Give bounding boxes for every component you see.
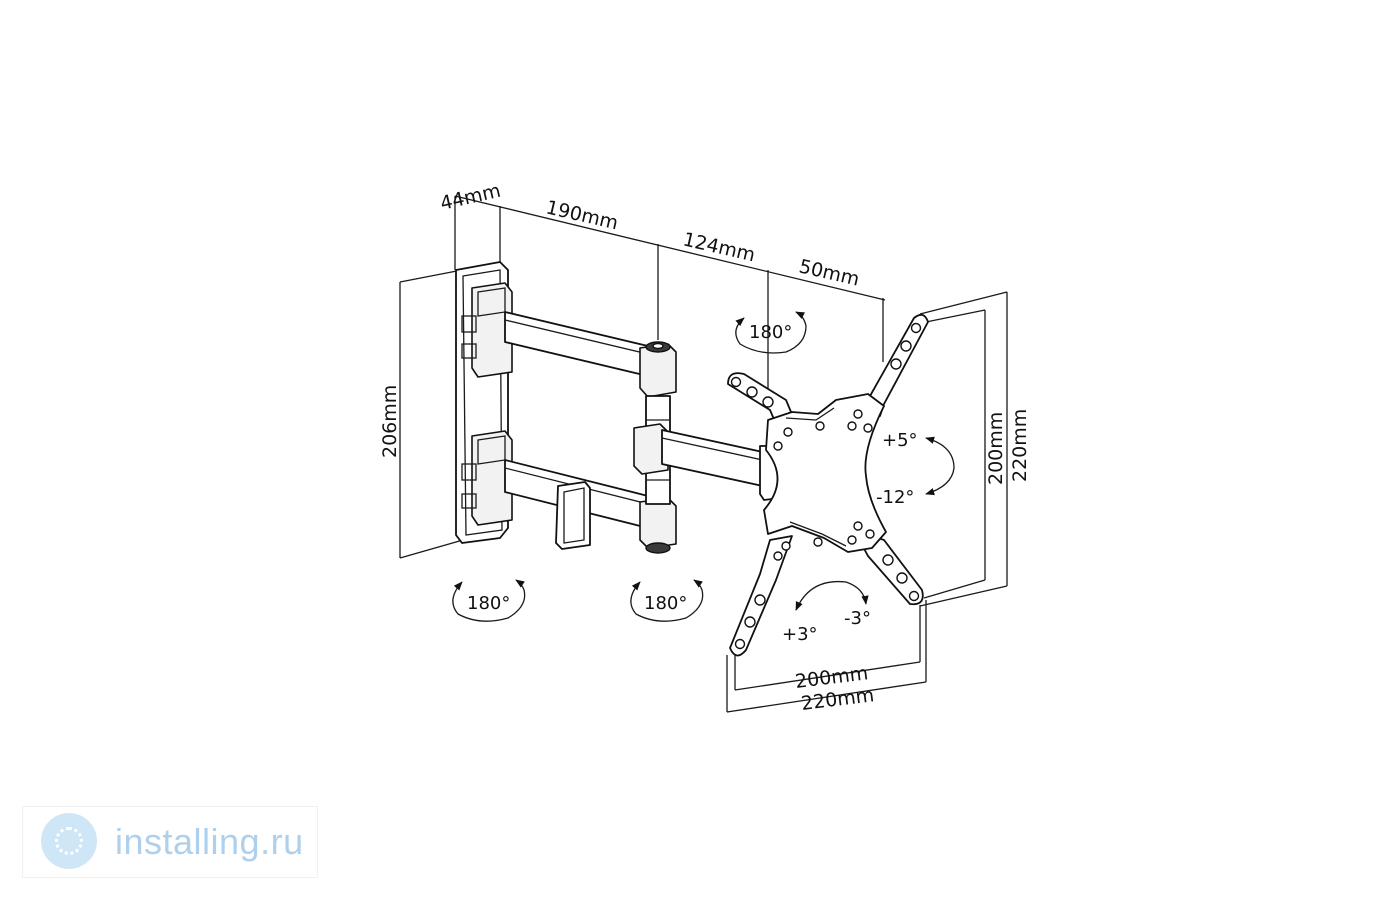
watermark: installing.ru [22, 806, 318, 878]
label-tilt-up: +5° [882, 430, 918, 451]
label-124mm: 124mm [681, 228, 757, 266]
label-left-180: 180° [467, 593, 510, 614]
label-190mm: 190mm [544, 196, 620, 234]
dimension-lines [399, 195, 1008, 713]
vesa-plate [727, 313, 929, 657]
watermark-text: installing.ru [115, 821, 304, 862]
arm-forward [633, 423, 781, 501]
globe-icon [41, 813, 97, 869]
label-44mm: 44mm [438, 180, 503, 215]
label-206mm: 206mm [379, 385, 401, 458]
rotation-labels: 180° 180° 180° +5° -12° +3° -3° [467, 322, 918, 645]
arm-upper [504, 311, 677, 398]
rotation-arrows [452, 311, 955, 622]
label-220mm-vertical: 220mm [1009, 409, 1031, 482]
label-top-180: 180° [749, 322, 792, 343]
label-roll-left: +3° [782, 624, 818, 645]
label-tilt-down: -12° [876, 487, 914, 508]
label-50mm: 50mm [797, 255, 862, 290]
label-roll-right: -3° [844, 608, 871, 629]
wall-plate [455, 261, 513, 544]
label-200mm-vertical: 200mm [985, 412, 1007, 485]
label-middle-180: 180° [644, 593, 687, 614]
